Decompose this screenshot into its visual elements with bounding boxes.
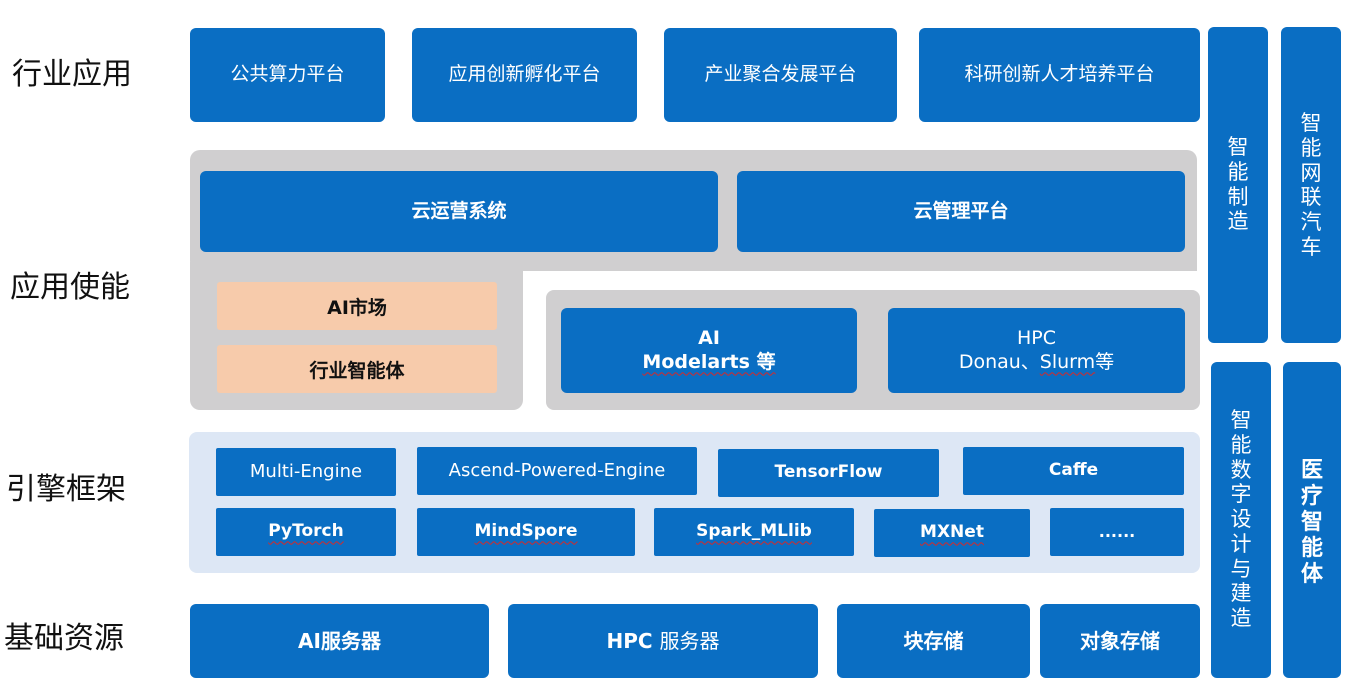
vertical-smart-manufacturing: 智 能 制 造 [1208,27,1268,343]
engine-pytorch-label: PyTorch [268,521,344,542]
hpc-box: HPC Donau、Slurm等 [888,308,1185,393]
infra-hpc-server: HPC 服务器 [508,604,818,678]
vert-char: 造 [1230,606,1252,631]
industry-app-industry-aggregation: 产业聚合发展平台 [664,28,897,122]
industry-app-public-compute: 公共算力平台 [190,28,385,122]
row-label-engine: 引擎框架 [6,472,126,507]
engine-ascend-powered: Ascend-Powered-Engine [417,447,697,495]
vert-char: 字 [1230,482,1252,507]
row-label-enable: 应用使能 [10,270,130,305]
vert-char: 智 [1300,509,1323,535]
vert-char: 智 [1300,111,1322,135]
vert-char: 汽 [1300,210,1322,235]
vert-char: 计 [1230,531,1252,556]
engine-more: ...... [1050,508,1184,556]
engine-spark-mllib: Spark_MLlib [654,508,854,556]
vert-char: 造 [1227,209,1249,234]
ai-market: AI市场 [217,282,497,330]
hpc-donau: Donau、 [958,350,1040,373]
engine-tensorflow: TensorFlow [718,449,939,497]
engine-mxnet: MXNet [874,509,1030,557]
vert-char: 医 [1300,458,1323,483]
vertical-medical-agent: 医 疗 智 能 体 [1283,362,1341,678]
engine-spark-mllib-label: Spark_MLlib [696,521,812,542]
ai-box-title: AI [698,326,720,349]
engine-multi-engine: Multi-Engine [216,448,396,496]
vert-char: 数 [1230,457,1252,482]
infra-block-storage: 块存储 [837,604,1030,678]
infra-ai-server: AI服务器 [190,604,489,678]
vert-char: 设 [1230,507,1252,532]
vert-char: 能 [1300,135,1322,160]
row-label-industry: 行业应用 [12,57,132,92]
hpc-slurm: Slurm [1039,350,1096,373]
vert-char: 联 [1300,185,1322,210]
industry-agent: 行业智能体 [217,345,497,393]
hpc-etc: 等 [1095,350,1115,373]
vert-char: 能 [1300,535,1323,561]
vert-char: 智 [1230,408,1252,432]
infra-object-storage: 对象存储 [1040,604,1200,678]
industry-app-talent-cultivation: 科研创新人才培养平台 [919,28,1200,122]
engine-pytorch: PyTorch [216,508,396,556]
vertical-digital-design: 智 能 数 字 设 计 与 建 造 [1211,362,1271,678]
vert-char: 与 [1230,556,1252,581]
industry-app-innovation-incubation: 应用创新孵化平台 [412,28,637,122]
vert-char: 能 [1227,159,1249,184]
vert-char: 体 [1300,561,1323,587]
engine-mxnet-label: MXNet [920,522,984,543]
row-label-infra: 基础资源 [4,621,124,656]
cloud-operation-system: 云运营系统 [200,171,718,252]
vert-char: 疗 [1300,483,1323,509]
vert-char: 制 [1227,184,1249,209]
infra-hpc-label: HPC [606,628,660,653]
engine-caffe: Caffe [963,447,1184,495]
ai-modelarts-box: AI Modelarts 等 [561,308,857,393]
vert-char: 建 [1230,581,1252,606]
vertical-connected-car: 智 能 网 联 汽 车 [1281,27,1341,343]
hpc-box-title: HPC [1016,326,1056,349]
vert-char: 网 [1300,160,1322,185]
vert-char: 能 [1230,432,1252,457]
cloud-management-platform: 云管理平台 [737,171,1185,252]
engine-mindspore: MindSpore [417,508,635,556]
ai-box-subtitle: Modelarts 等 [642,350,776,373]
vert-char: 智 [1227,135,1249,159]
vert-char: 车 [1300,234,1322,259]
infra-hpc-server-label: 服务器 [659,628,720,653]
hpc-box-subtitle: Donau、Slurm等 [959,351,1114,375]
engine-mindspore-label: MindSpore [474,521,578,542]
